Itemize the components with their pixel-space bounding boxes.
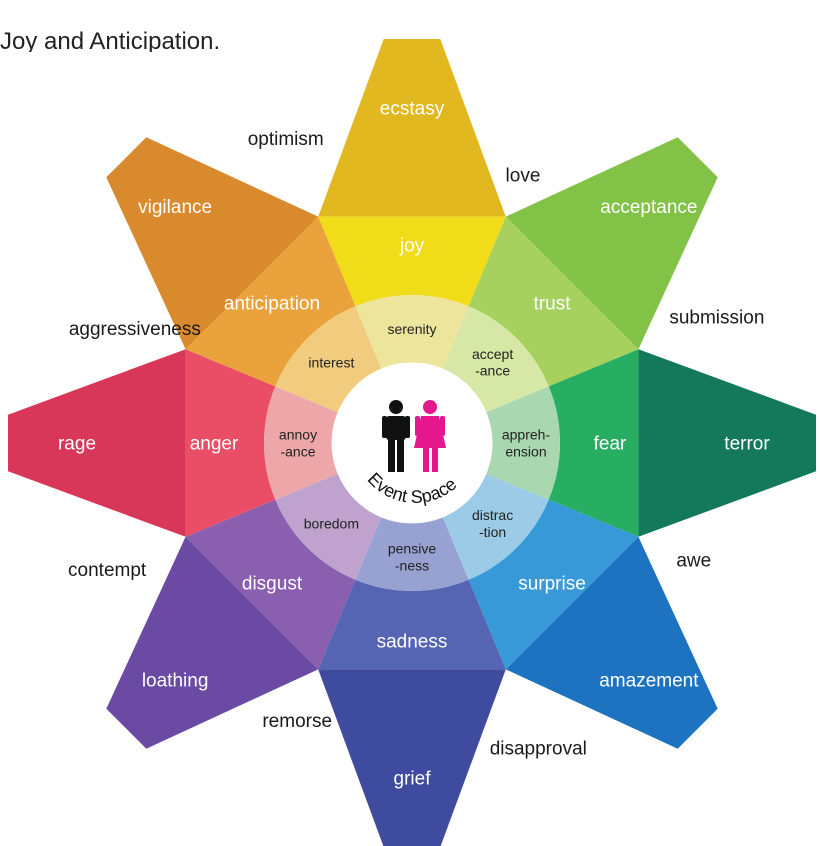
petal-inner-5 <box>275 473 382 580</box>
dyad-label: awe <box>676 550 711 571</box>
petal-inner-label: serenity <box>387 321 436 337</box>
petal-middle-label: disgust <box>242 574 303 595</box>
petal-inner-2 <box>485 386 560 500</box>
woman-icon <box>414 400 446 472</box>
dyad-label: contempt <box>68 560 147 581</box>
petal-outer-ecstasy <box>318 39 506 217</box>
petal-middle-fear <box>548 349 639 537</box>
petal-inner-label: pensive-ness <box>388 541 436 574</box>
petal-middle-label: surprise <box>518 574 586 595</box>
petal-middle-label: anger <box>190 434 239 455</box>
dyad-label: remorse <box>262 711 332 732</box>
petal-outer-label: amazement <box>599 671 699 692</box>
petal-outer-amazement <box>505 536 718 749</box>
petal-surprise: amazement surprise distrac-tion <box>442 473 718 749</box>
petal-outer-terror <box>638 349 816 537</box>
petal-outer-label: acceptance <box>600 197 697 218</box>
dyad-label: love <box>506 166 541 187</box>
petal-outer-rage <box>8 349 186 537</box>
petal-outer-loathing <box>106 536 319 749</box>
petal-inner-7 <box>275 306 382 413</box>
petal-middle-label: anticipation <box>224 294 320 315</box>
petal-outer-label: rage <box>58 434 96 455</box>
petal-inner-label: appreh-ension <box>502 427 551 460</box>
petal-outer-label: grief <box>394 769 432 790</box>
petal-outer-label: vigilance <box>138 197 212 218</box>
petal-fear: terror fear appreh-ension <box>485 349 816 537</box>
petal-middle-label: trust <box>534 294 572 315</box>
petal-inner-label: accept-ance <box>472 346 513 379</box>
petals-layer: ecstasy joy serenity acceptance trust accept-… <box>8 39 816 846</box>
petal-outer-vigilance <box>106 137 319 350</box>
petal-middle-trust <box>468 216 639 387</box>
petal-inner-4 <box>355 516 469 591</box>
petal-inner-label: annoy-ance <box>279 427 317 460</box>
page-caption: Joy and Anticipation. <box>0 28 221 52</box>
dyad-label: submission <box>669 307 764 328</box>
petal-outer-label: loathing <box>142 671 209 692</box>
petal-anticipation: vigilance anticipation interest <box>106 137 382 413</box>
petal-outer-label: ecstasy <box>380 99 445 120</box>
petal-middle-label: fear <box>594 434 627 455</box>
petal-middle-anticipation <box>185 216 356 387</box>
dyad-label: disapproval <box>490 739 587 760</box>
petal-inner-6 <box>264 386 339 500</box>
center-hub: Event Space <box>331 362 493 524</box>
petal-joy: ecstasy joy serenity <box>318 39 506 370</box>
petal-middle-label: sadness <box>377 632 448 653</box>
petal-inner-label: distrac-tion <box>472 507 513 540</box>
dyad-label: aggressiveness <box>69 319 201 340</box>
petal-middle-joy <box>318 216 506 307</box>
petal-anger: rage anger annoy-ance <box>8 349 339 537</box>
petal-middle-disgust <box>185 499 356 670</box>
dyads-layer: love submission awe disapproval remorse conte… <box>68 129 764 760</box>
petal-trust: acceptance trust accept-ance <box>442 137 718 413</box>
petal-outer-grief <box>318 669 506 846</box>
petal-inner-label: interest <box>308 354 354 370</box>
petal-sadness: grief sadness pensive-ness <box>318 516 506 846</box>
petal-middle-anger <box>185 349 276 537</box>
petal-outer-label: terror <box>724 434 770 455</box>
petal-inner-3 <box>442 473 549 580</box>
petal-outer-acceptance <box>505 137 718 350</box>
petal-inner-label: boredom <box>304 516 359 532</box>
petal-inner-1 <box>442 306 549 413</box>
petal-middle-label: joy <box>399 236 425 257</box>
petal-inner-0 <box>355 295 469 370</box>
center-circle <box>331 362 493 524</box>
man-icon <box>382 400 410 472</box>
petal-disgust: loathing disgust boredom <box>106 473 382 749</box>
petal-middle-surprise <box>468 499 639 670</box>
dyad-label: optimism <box>248 129 324 150</box>
petal-middle-sadness <box>318 579 506 670</box>
